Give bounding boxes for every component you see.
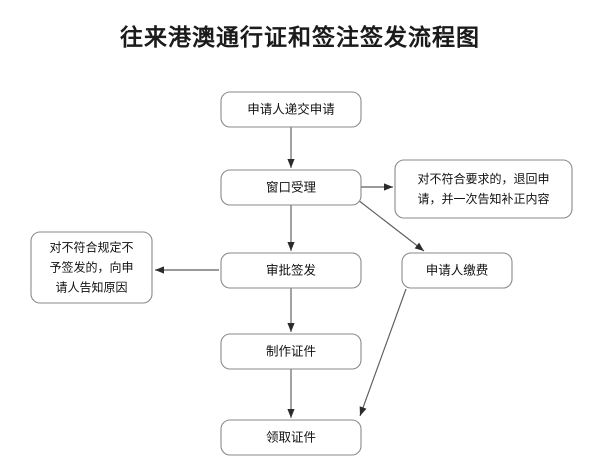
arrowhead-icon: [287, 159, 295, 168]
node-label-line: 申请人缴费: [426, 262, 489, 277]
flow-edge-approve-to-produce: [287, 288, 295, 332]
node-label-line: 请，并一次告知补正内容: [417, 191, 549, 206]
node-label: 制作证件: [266, 343, 316, 358]
node-label-line: 审批签发: [266, 262, 317, 277]
arrowhead-icon: [287, 242, 295, 251]
node-label-line: 对不符合要求的，退回申: [417, 171, 549, 186]
arrowhead-icon: [359, 406, 367, 416]
node-shape[interactable]: [394, 159, 573, 219]
node-label: 对不符合要求的，退回申请，并一次告知补正内容: [417, 171, 549, 206]
node-label: 申请人递交申请: [247, 101, 335, 116]
node-label-line: 申请人递交申请: [247, 101, 335, 116]
flow-edge-accept-to-payment: [357, 199, 425, 252]
node-shape[interactable]: [401, 252, 513, 289]
flow-edge-produce-to-collect: [287, 369, 295, 418]
page-title: 往来港澳通行证和签注签发流程图: [120, 25, 480, 51]
flow-node-payment[interactable]: 申请人缴费: [401, 252, 513, 289]
flow-node-submit[interactable]: 申请人递交申请: [220, 91, 362, 128]
flow-edge-approve-to-reject-rules: [155, 266, 219, 274]
node-label-line: 予签发的，向申: [49, 259, 133, 274]
flow-node-collect[interactable]: 领取证件: [220, 419, 362, 456]
edge-line: [359, 288, 407, 417]
arrowhead-icon: [155, 266, 164, 274]
flow-node-accept[interactable]: 窗口受理: [220, 169, 362, 206]
flow-node-approve[interactable]: 审批签发: [220, 252, 362, 289]
flow-edge-submit-to-accept: [287, 127, 295, 168]
arrowhead-icon: [287, 409, 295, 418]
flow-node-reject-requirements[interactable]: 对不符合要求的，退回申请，并一次告知补正内容: [394, 159, 573, 219]
node-label-line: 领取证件: [266, 429, 316, 444]
edges-layer: [155, 127, 425, 418]
node-label-line: 对不符合规定不: [49, 239, 133, 254]
flow-node-produce[interactable]: 制作证件: [220, 333, 362, 370]
node-label: 审批签发: [266, 262, 317, 277]
node-shape[interactable]: [30, 231, 153, 304]
node-shape[interactable]: [220, 91, 362, 128]
flow-edge-accept-to-approve: [287, 205, 295, 251]
node-label-line: 制作证件: [266, 343, 316, 358]
node-label: 对不符合规定不予签发的，向申请人告知原因: [49, 239, 133, 294]
node-label-line: 请人告知原因: [55, 280, 127, 294]
arrowhead-icon: [384, 183, 393, 191]
node-label: 申请人缴费: [426, 262, 489, 277]
node-shape[interactable]: [220, 169, 362, 206]
arrowhead-icon: [414, 242, 424, 251]
arrowhead-icon: [287, 323, 295, 332]
edge-line: [357, 199, 425, 252]
node-label: 领取证件: [266, 429, 316, 444]
flow-edge-accept-to-reject-requirements: [361, 183, 393, 191]
node-shape[interactable]: [220, 333, 362, 370]
flow-edge-payment-to-collect: [359, 288, 407, 417]
node-label-line: 窗口受理: [266, 179, 317, 194]
node-shape[interactable]: [220, 419, 362, 456]
node-label: 窗口受理: [266, 179, 317, 194]
node-shape[interactable]: [220, 252, 362, 289]
flow-node-reject-rules[interactable]: 对不符合规定不予签发的，向申请人告知原因: [30, 231, 153, 304]
